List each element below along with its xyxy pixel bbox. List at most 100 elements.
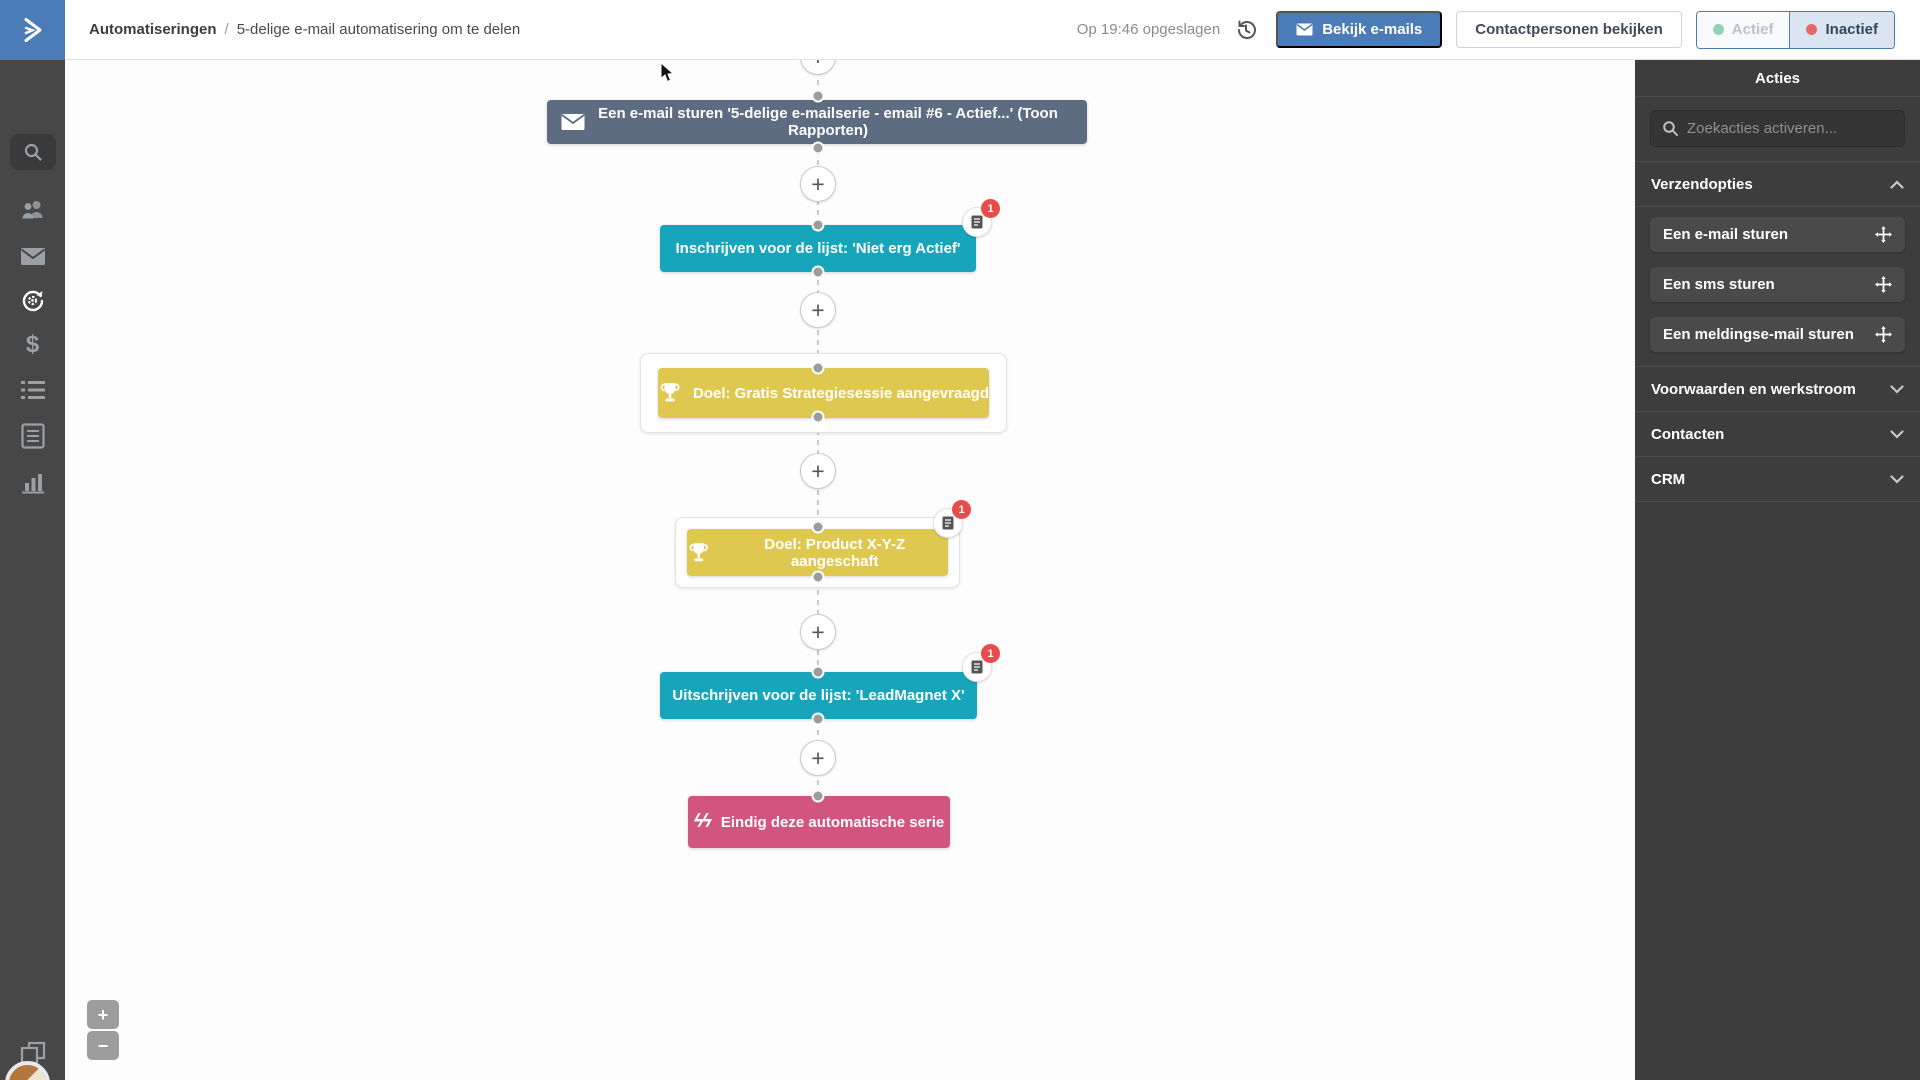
note-icon — [971, 215, 983, 229]
action-label: Een e-mail sturen — [1663, 226, 1789, 243]
connector-dot — [811, 520, 825, 534]
automation-icon — [22, 290, 44, 311]
connector-dot — [811, 361, 825, 375]
contacts-icon — [22, 201, 42, 219]
active-status-dot — [1712, 24, 1724, 35]
envelope-icon — [1296, 23, 1313, 36]
connector-dot — [811, 789, 825, 803]
end-series-icon: ϟϟ — [693, 811, 712, 832]
drag-move-icon — [1875, 326, 1892, 343]
add-step-button[interactable]: + — [800, 292, 836, 328]
section-contacten[interactable]: Contacten — [1635, 412, 1920, 457]
saved-status: Op 19:46 opgeslagen — [1076, 21, 1221, 38]
drag-move-icon — [1875, 226, 1892, 243]
list-icon — [20, 381, 45, 399]
badge-count: 1 — [981, 199, 1000, 218]
plus-icon: + — [811, 60, 824, 71]
actions-panel-title: Acties — [1635, 60, 1920, 97]
toggle-active-button[interactable]: Actief — [1696, 11, 1790, 48]
mail-icon — [20, 247, 45, 265]
node-goal-product[interactable]: Doel: Product X-Y-Z aangeschaft — [687, 529, 948, 576]
top-bar: Automatiseringen / 5-delige e-mail autom… — [0, 0, 1920, 60]
add-step-button[interactable]: + — [800, 166, 836, 202]
node-label: Een e-mail sturen '5-delige e-mailserie … — [598, 105, 1058, 139]
automation-canvas[interactable]: + Een e-mail sturen '5-delige e-mailseri… — [65, 60, 1635, 1080]
action-item-send-notification-email[interactable]: Een meldingse-mail sturen — [1650, 317, 1905, 352]
view-emails-button[interactable]: Bekijk e-mails — [1276, 11, 1443, 48]
action-label: Een sms sturen — [1663, 276, 1775, 293]
section-voorwaarden-en-werkstroom[interactable]: Voorwaarden en werkstroom — [1635, 367, 1920, 412]
view-contacts-button[interactable]: Contactpersonen bekijken — [1456, 11, 1682, 48]
toggle-active-label: Actief — [1731, 21, 1774, 38]
actions-search-input[interactable] — [1650, 110, 1905, 147]
node-label: Doel: Product X-Y-Z aangeschaft — [764, 535, 906, 570]
connector-dot — [811, 712, 825, 726]
mouse-cursor — [660, 62, 675, 83]
envelope-icon — [561, 114, 585, 131]
plus-icon: + — [811, 296, 825, 323]
trophy-icon — [660, 383, 680, 402]
toggle-inactive-label: Inactief — [1825, 21, 1878, 38]
node-unsubscribe-list[interactable]: Uitschrijven voor de lijst: 'LeadMagnet … — [660, 672, 977, 719]
note-icon — [942, 516, 954, 530]
drag-move-icon — [1875, 276, 1892, 293]
breadcrumb-automations-link[interactable]: Automatiseringen — [89, 21, 217, 38]
node-notes-badge[interactable]: 1 — [962, 199, 1000, 237]
add-step-button[interactable]: + — [800, 453, 836, 489]
sidebar-item-forms[interactable] — [0, 422, 65, 450]
node-goal-strategy[interactable]: Doel: Gratis Strategiesessie aangevraagd — [658, 368, 989, 418]
form-icon — [20, 423, 45, 449]
flow-connector-line — [817, 60, 819, 810]
connector-dot — [811, 570, 825, 584]
section-crm[interactable]: CRM — [1635, 457, 1920, 502]
breadcrumb-separator: / — [224, 21, 229, 38]
node-end-series[interactable]: ϟϟ Eindig deze automatische serie — [688, 796, 950, 848]
sidebar-item-campaigns[interactable] — [0, 243, 65, 269]
section-label: Contacten — [1651, 425, 1725, 443]
chevron-logo-icon — [24, 17, 41, 42]
node-subscribe-list[interactable]: Inschrijven voor de lijst: 'Niet erg Act… — [660, 225, 976, 272]
section-label: Voorwaarden en werkstroom — [1651, 380, 1856, 398]
bar-chart-icon — [21, 474, 44, 494]
view-emails-label: Bekijk e-mails — [1322, 21, 1423, 38]
breadcrumb: Automatiseringen / 5-delige e-mail autom… — [89, 21, 520, 38]
connector-dot — [811, 89, 825, 103]
sidebar-item-reports[interactable] — [0, 468, 65, 496]
activecampaign-logo[interactable] — [0, 0, 65, 60]
sidebar-item-automations[interactable] — [0, 286, 65, 314]
sidebar-item-search[interactable] — [0, 133, 65, 171]
badge-count: 1 — [952, 500, 971, 519]
zoom-out-button[interactable]: − — [87, 1031, 119, 1060]
trophy-icon — [689, 542, 709, 561]
sidebar-item-lists[interactable] — [0, 376, 65, 404]
main-nav-sidebar: $ — [0, 60, 65, 1080]
search-icon — [1663, 121, 1678, 136]
node-notes-badge[interactable]: 1 — [962, 644, 1000, 682]
add-step-button[interactable]: + — [800, 740, 836, 776]
node-notes-badge[interactable]: 1 — [933, 500, 971, 538]
badge-count: 1 — [981, 644, 1000, 663]
header-actions: Op 19:46 opgeslagen Bekijk e-mails Conta… — [1076, 10, 1920, 49]
connector-dot — [811, 665, 825, 679]
action-item-send-sms[interactable]: Een sms sturen — [1650, 267, 1905, 302]
add-step-button[interactable]: + — [800, 60, 836, 75]
section-label: Verzendopties — [1651, 175, 1753, 193]
node-label: Inschrijven voor de lijst: 'Niet erg Act… — [675, 240, 961, 257]
status-toggle: Actief Inactief — [1695, 10, 1895, 49]
note-icon — [971, 660, 983, 674]
actions-search — [1635, 97, 1920, 162]
history-icon[interactable] — [1234, 18, 1258, 42]
zoom-in-button[interactable]: + — [87, 1000, 119, 1029]
section-verzendopties[interactable]: Verzendopties — [1635, 162, 1920, 207]
add-step-button[interactable]: + — [800, 614, 836, 650]
plus-icon: + — [811, 457, 825, 484]
sidebar-item-contacts[interactable] — [0, 195, 65, 225]
action-item-send-email[interactable]: Een e-mail sturen — [1650, 217, 1905, 252]
sidebar-item-deals[interactable]: $ — [0, 330, 65, 360]
node-send-email[interactable]: Een e-mail sturen '5-delige e-mailserie … — [547, 100, 1087, 144]
toggle-inactive-button[interactable]: Inactief — [1789, 11, 1894, 48]
canvas-zoom-controls: + − — [87, 1000, 119, 1060]
inactive-status-dot — [1806, 24, 1818, 35]
actions-panel: Acties Verzendopties Een e-mail sturen — [1635, 60, 1920, 1080]
